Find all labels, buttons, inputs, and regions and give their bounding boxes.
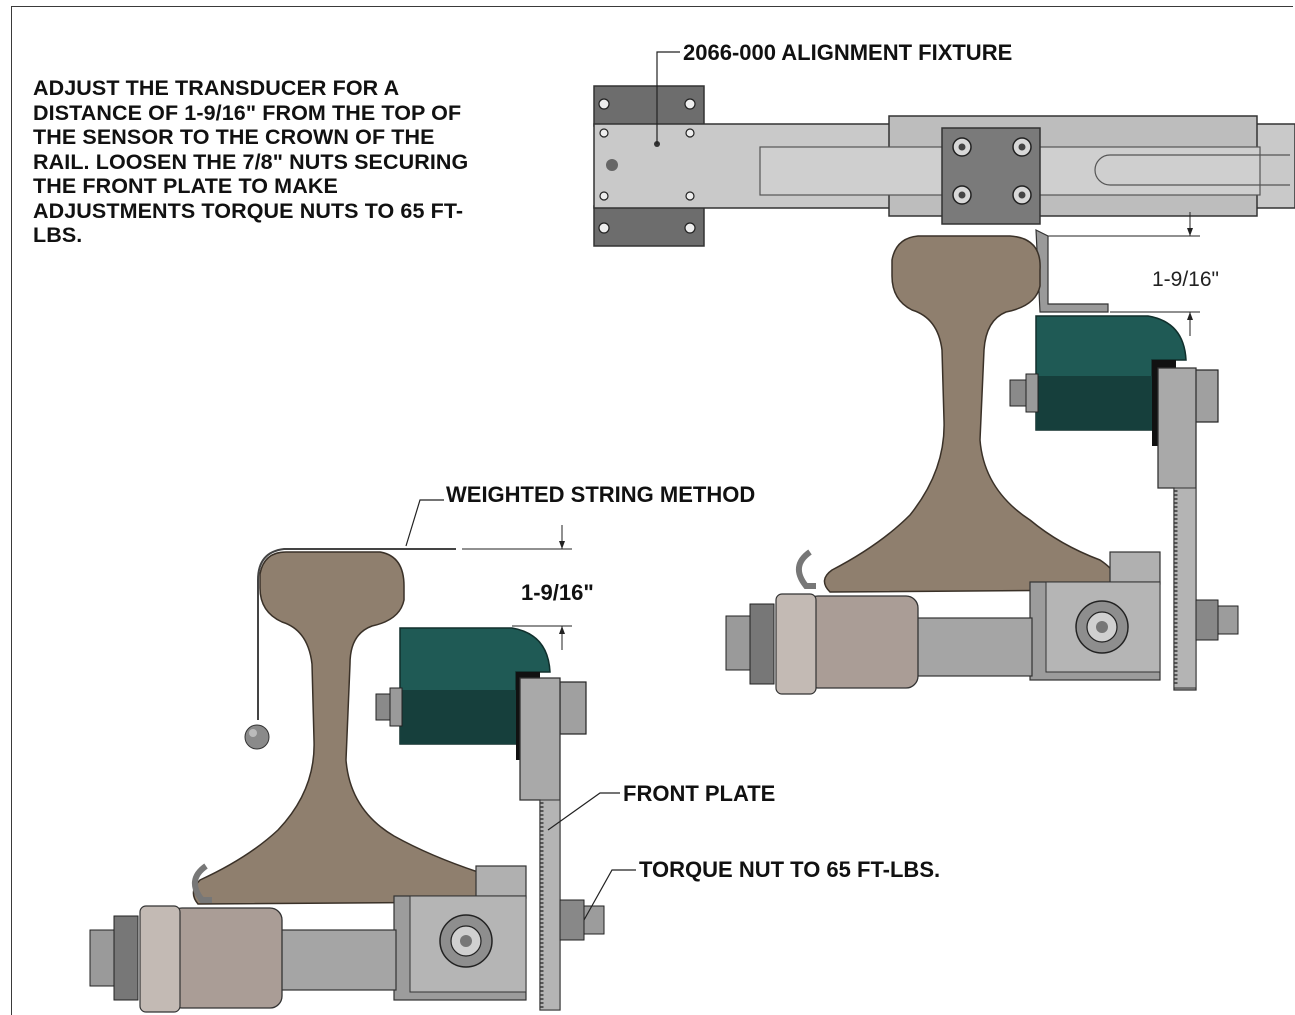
drawing-frame xyxy=(11,6,1293,1015)
alignment-fixture-label: 2066-000 ALIGNMENT FIXTURE xyxy=(683,40,1013,65)
string-gap-dimension: 1-9/16" xyxy=(521,580,594,605)
front-plate-label: FRONT PLATE xyxy=(623,781,776,806)
fixture-gap-dimension: 1-9/16" xyxy=(1152,268,1219,291)
instruction-text: ADJUST THE TRANSDUCER FOR A DISTANCE OF … xyxy=(33,76,469,247)
callout-leaders xyxy=(547,792,636,921)
weighted-string-label: WEIGHTED STRING METHOD xyxy=(446,482,756,507)
right-assembly xyxy=(725,229,1239,695)
left-assembly xyxy=(89,499,605,1013)
torque-nut-label: TORQUE NUT TO 65 FT-LBS. xyxy=(639,857,941,882)
alignment-fixture xyxy=(593,51,1295,247)
